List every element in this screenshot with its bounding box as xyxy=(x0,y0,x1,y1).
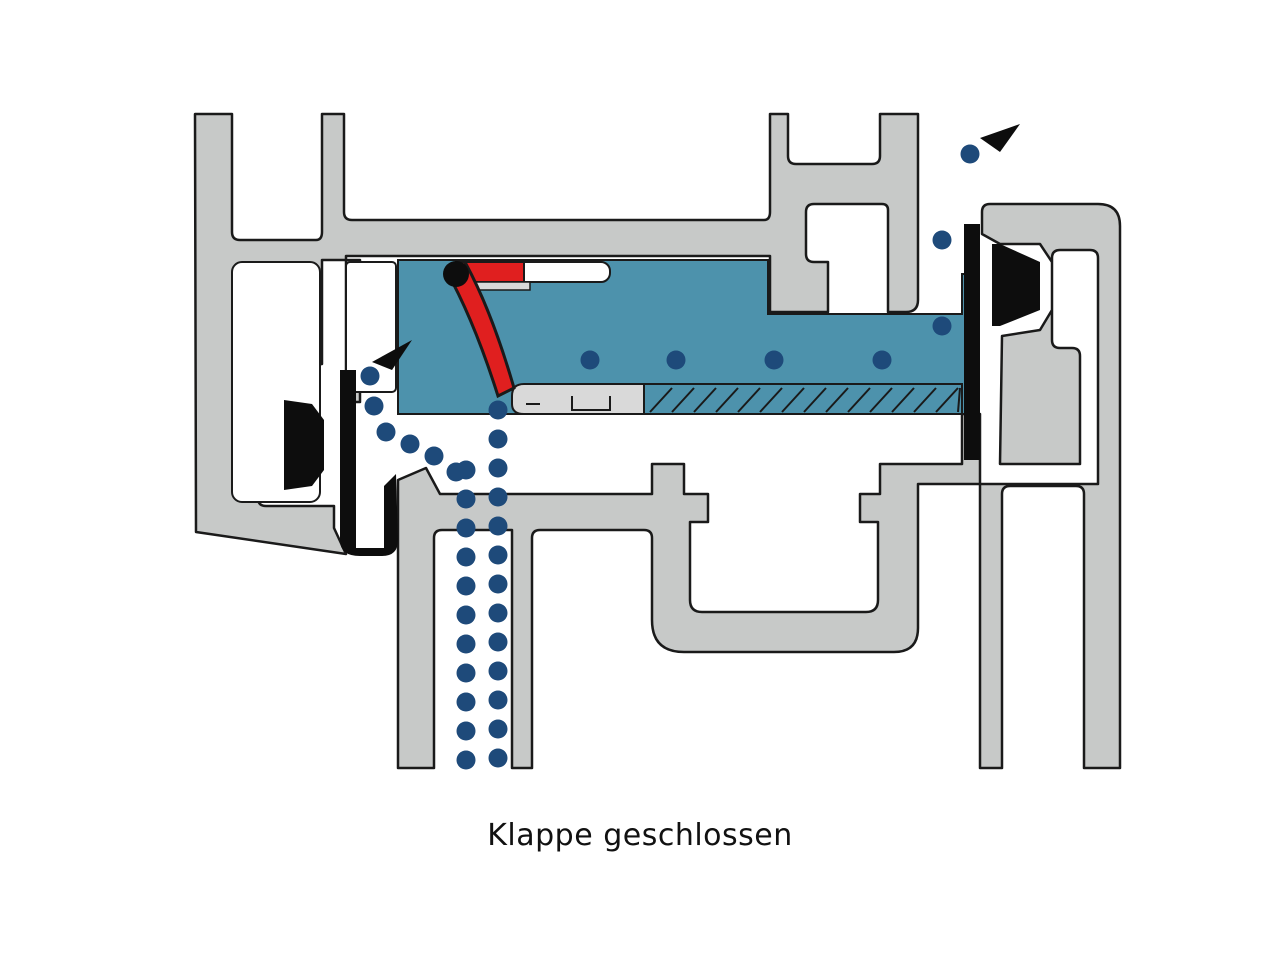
air-dot xyxy=(456,576,476,596)
hatch-line xyxy=(671,387,695,413)
air-dot xyxy=(488,487,508,507)
hatch-line xyxy=(649,387,673,413)
air-flow-dots xyxy=(360,144,980,770)
air-dot xyxy=(364,396,384,416)
air-dot xyxy=(488,748,508,768)
frame-profile-lower xyxy=(396,202,1122,770)
air-dot xyxy=(580,350,600,370)
gasket-right xyxy=(964,224,1040,460)
air-dot xyxy=(764,350,784,370)
hatch-line xyxy=(847,387,871,413)
air-dot xyxy=(488,632,508,652)
air-dot xyxy=(456,663,476,683)
air-dot xyxy=(456,518,476,538)
air-dot xyxy=(488,516,508,536)
air-dot xyxy=(424,446,444,466)
air-dot xyxy=(456,489,476,509)
flap-rail-notch xyxy=(571,396,611,411)
arrow-head-right xyxy=(980,124,1020,152)
air-dot xyxy=(360,366,380,386)
air-dot xyxy=(666,350,686,370)
air-dot xyxy=(932,316,952,336)
air-dot xyxy=(456,634,476,654)
hatch-line xyxy=(913,387,937,413)
hatch-line xyxy=(869,387,893,413)
flap-assembly xyxy=(443,261,611,399)
air-dot xyxy=(456,692,476,712)
diagram-caption: Klappe geschlossen xyxy=(487,818,793,853)
red-flap xyxy=(443,262,516,399)
air-dot xyxy=(488,429,508,449)
hatch-line xyxy=(891,387,915,413)
air-dot xyxy=(456,547,476,567)
flap-pivot xyxy=(443,261,469,287)
air-dot xyxy=(960,144,980,164)
air-dot xyxy=(456,605,476,625)
gasket-left xyxy=(284,370,398,556)
air-dot xyxy=(456,721,476,741)
air-dot xyxy=(446,462,466,482)
frame-profile-outer xyxy=(193,112,1122,770)
air-dot xyxy=(488,661,508,681)
air-dot xyxy=(488,690,508,710)
air-dot xyxy=(488,545,508,565)
hatch-line xyxy=(737,387,761,413)
air-dot xyxy=(488,400,508,420)
air-dot xyxy=(400,434,420,454)
air-dot xyxy=(872,350,892,370)
hatch-line xyxy=(957,387,961,413)
air-dot xyxy=(488,719,508,739)
air-dot xyxy=(932,230,952,250)
air-dot xyxy=(488,574,508,594)
air-dot xyxy=(376,422,396,442)
sash-profile-left xyxy=(193,112,920,556)
hatch-line xyxy=(693,387,717,413)
air-dot xyxy=(488,603,508,623)
arrow-head-left xyxy=(372,340,412,370)
hatch-line xyxy=(803,387,827,413)
hatch-line xyxy=(715,387,739,413)
air-dot xyxy=(456,750,476,770)
air-dot xyxy=(488,458,508,478)
hatched-insert xyxy=(643,383,963,415)
hatch-line xyxy=(759,387,783,413)
hatch-line xyxy=(935,387,959,413)
hatch-line xyxy=(825,387,849,413)
hatch-line xyxy=(781,387,805,413)
